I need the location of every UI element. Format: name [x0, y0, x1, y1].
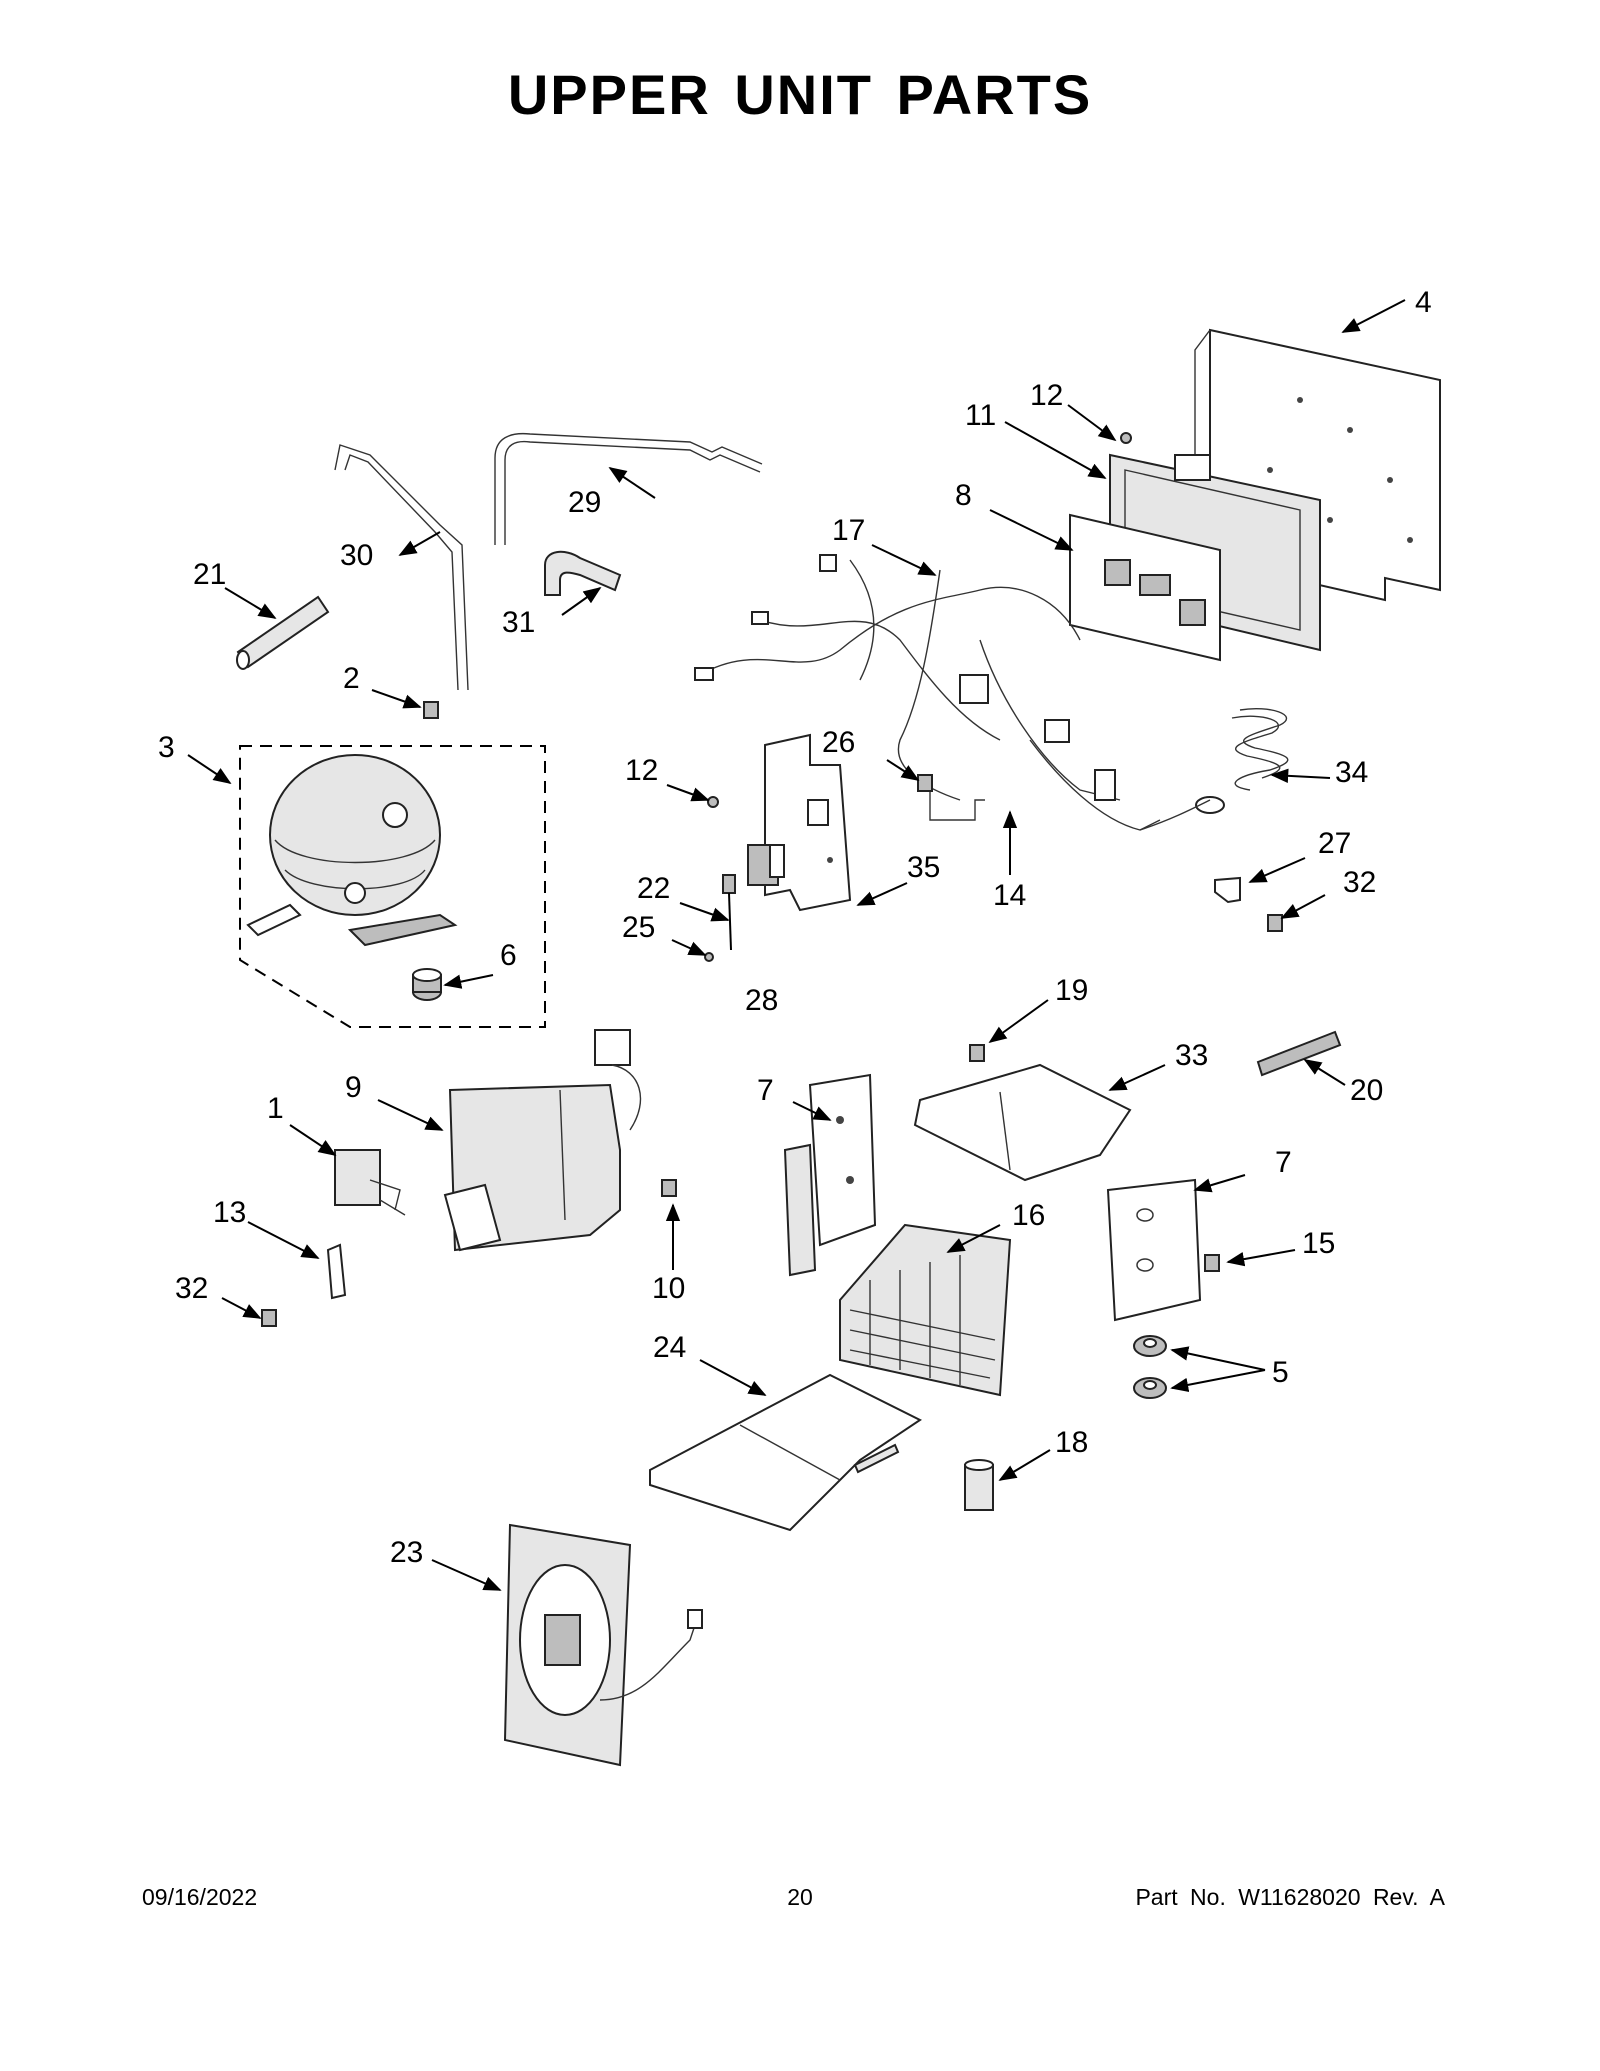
part-18-damper	[964, 1459, 994, 1511]
screw-parts	[261, 432, 1283, 1327]
callout-12b: 12	[625, 754, 658, 787]
callout-9: 9	[345, 1071, 362, 1104]
callout-30: 30	[340, 539, 373, 572]
callout-24: 24	[653, 1331, 686, 1364]
callout-20: 20	[1350, 1074, 1383, 1107]
part-8-control-board	[1069, 513, 1221, 662]
part-6-grommet	[412, 968, 442, 1001]
callout-17: 17	[832, 514, 865, 547]
part-27-clip	[1214, 876, 1241, 904]
callout-3: 3	[158, 731, 175, 764]
callout-8: 8	[955, 479, 972, 512]
part-30-tube	[334, 444, 469, 691]
callout-23: 23	[390, 1536, 423, 1569]
callout-10: 10	[652, 1272, 685, 1305]
part-1-overload	[334, 1149, 406, 1216]
callout-labels: 4 12 11 8 17 29 30 31 21 2 3 6 12 26 14 …	[158, 286, 1432, 1569]
part-34-heater-coil	[1139, 707, 1289, 831]
callout-1: 1	[267, 1092, 284, 1125]
page-title: UPPER UNIT PARTS	[507, 63, 1093, 126]
part-21-drier	[236, 595, 330, 670]
callout-15: 15	[1302, 1227, 1335, 1260]
callout-12: 12	[1030, 379, 1063, 412]
part-14-ground-wire	[929, 790, 985, 821]
callout-2: 2	[343, 662, 360, 695]
callout-21: 21	[193, 558, 226, 591]
part-33-drain-pan	[913, 1063, 1132, 1182]
callout-7b: 7	[1275, 1146, 1292, 1179]
leader-arrows	[187, 299, 1406, 1591]
part-35-bracket	[764, 733, 852, 912]
callout-5: 5	[1272, 1356, 1289, 1389]
footer-date: 09/16/2022	[142, 1884, 258, 1910]
part-22-sensor	[722, 874, 736, 951]
part-5-grommets	[1133, 1335, 1167, 1399]
part-9-fan-shroud	[443, 1029, 642, 1252]
part-29-tube	[494, 432, 763, 545]
callout-18: 18	[1055, 1426, 1088, 1459]
part-17-wire-harness	[694, 554, 1161, 831]
callout-22: 22	[637, 872, 670, 905]
part-31-elbow	[544, 550, 622, 596]
callout-32: 32	[1343, 866, 1376, 899]
callout-13: 13	[213, 1196, 246, 1229]
part-20-clip	[1256, 1030, 1342, 1077]
part-16-evaporator	[839, 1223, 1012, 1397]
part-3-compressor-group	[239, 745, 546, 1028]
callout-29: 29	[568, 486, 601, 519]
callout-32b: 32	[175, 1272, 208, 1305]
part-13-bracket	[326, 1243, 347, 1300]
callout-11: 11	[965, 399, 996, 432]
callout-28: 28	[745, 984, 778, 1017]
footer-part-number: Part No. W11628020 Rev. A	[1135, 1884, 1445, 1910]
part-7-right-bracket	[1106, 1178, 1202, 1322]
part-24-cover	[649, 1373, 922, 1532]
callout-4: 4	[1415, 286, 1432, 319]
callout-26: 26	[822, 726, 855, 759]
callout-16: 16	[1012, 1199, 1045, 1232]
callout-25: 25	[622, 911, 655, 944]
callout-6: 6	[500, 939, 517, 972]
callout-19: 19	[1055, 974, 1088, 1007]
callout-14: 14	[993, 879, 1026, 912]
callout-7: 7	[757, 1074, 774, 1107]
callout-31: 31	[502, 606, 535, 639]
callout-27: 27	[1318, 827, 1351, 860]
part-28-relay	[747, 844, 785, 886]
part-23-fan-assembly	[503, 1523, 703, 1767]
callout-34: 34	[1335, 756, 1368, 789]
footer-page-number: 20	[787, 1884, 813, 1910]
callout-33: 33	[1175, 1039, 1208, 1072]
callout-35: 35	[907, 851, 940, 884]
